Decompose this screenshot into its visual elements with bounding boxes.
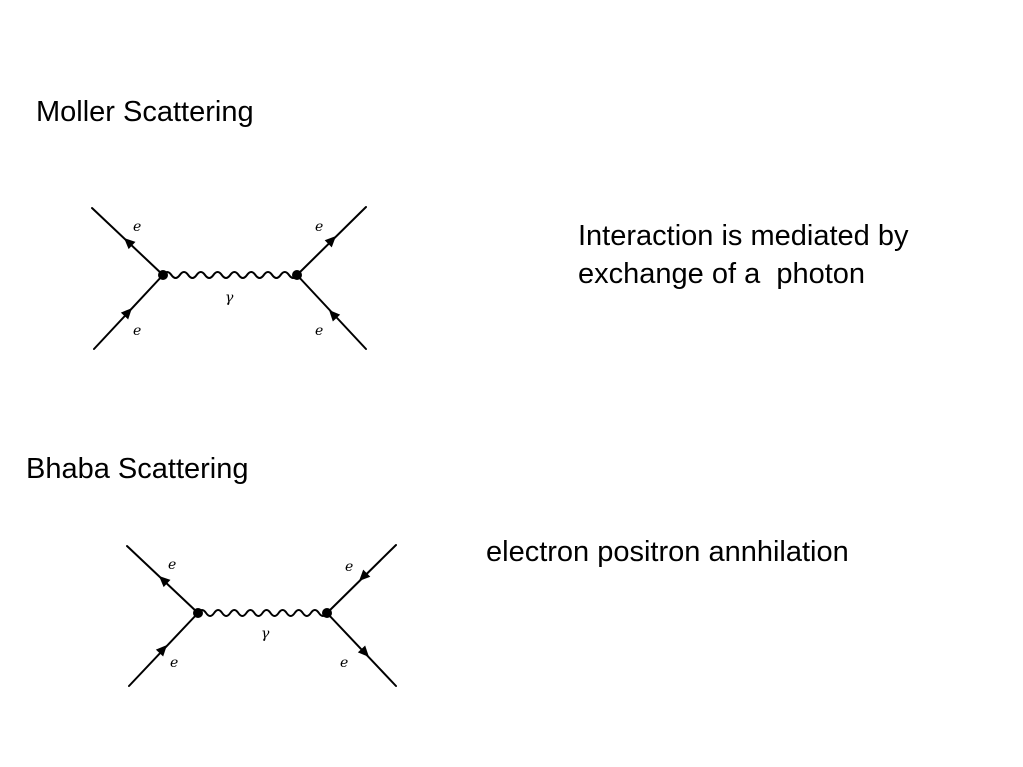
bhaba-arrow-top-left: [159, 576, 171, 588]
moller-vertex-right: [292, 270, 302, 280]
bhaba-arrow-bottom-right: [357, 645, 369, 657]
moller-scattering-title: Moller Scattering: [36, 96, 254, 128]
bhaba-scattering-title: Bhaba Scattering: [26, 453, 249, 485]
bhaba-label-bottom-right: e: [340, 655, 348, 671]
bhaba-arrow-top-right: [359, 569, 371, 581]
moller-label-bottom-right: e: [315, 323, 323, 339]
moller-label-photon: γ: [225, 290, 234, 306]
bhaba-arrow-bottom-left: [155, 645, 167, 657]
moller-label-top-left: e: [133, 219, 141, 235]
bhaba-vertex-right: [322, 608, 332, 618]
bhaba-photon-wavy-line: [197, 609, 328, 617]
bhaba-label-photon: γ: [261, 626, 270, 642]
moller-arrow-top-left: [124, 238, 136, 250]
moller-description: Interaction is mediated by exchange of a…: [578, 217, 1008, 293]
bhaba-label-top-right: e: [345, 559, 353, 575]
bhaba-vertex-left: [193, 608, 203, 618]
moller-label-top-right: e: [315, 219, 323, 235]
moller-vertex-left: [158, 270, 168, 280]
moller-photon-wavy-line: [162, 271, 299, 279]
moller-description-line-1: Interaction is mediated by: [578, 220, 909, 252]
moller-label-bottom-left: e: [133, 323, 141, 339]
bhaba-label-top-left: e: [168, 557, 176, 573]
moller-arrow-top-right: [324, 236, 336, 248]
bhaba-label-bottom-left: e: [170, 655, 178, 671]
moller-arrow-bottom-right: [329, 310, 341, 322]
bhaba-description: electron positron annhilation: [486, 536, 849, 568]
moller-description-line-2: exchange of a photon: [578, 258, 866, 290]
moller-arrow-bottom-left: [120, 308, 132, 320]
